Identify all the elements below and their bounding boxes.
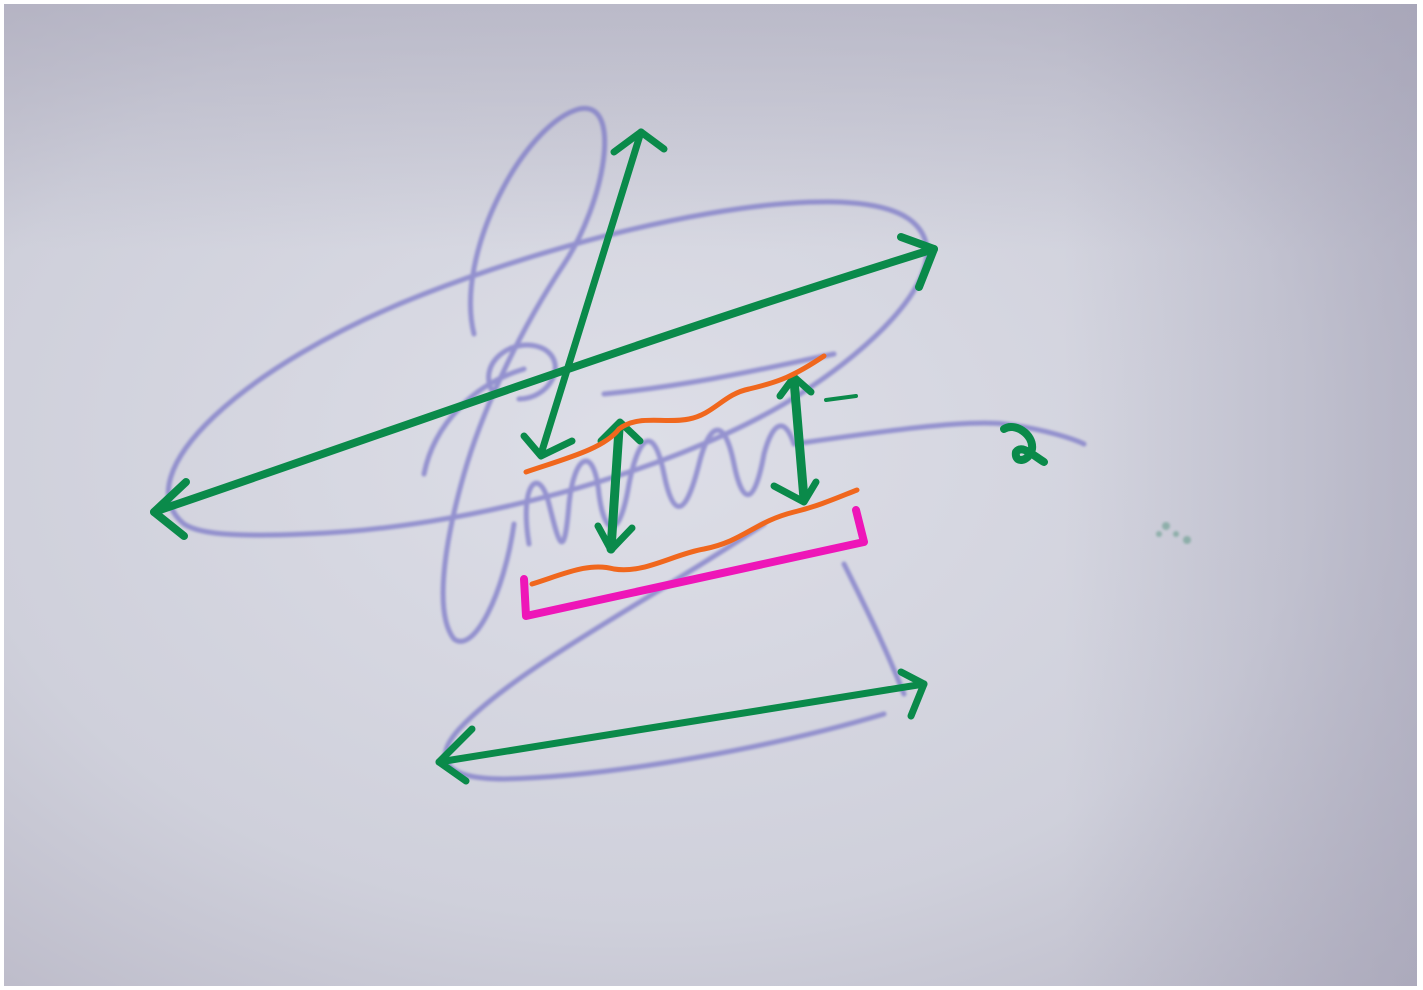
photo bbox=[4, 4, 1417, 986]
sketch-drawing bbox=[4, 4, 1417, 986]
